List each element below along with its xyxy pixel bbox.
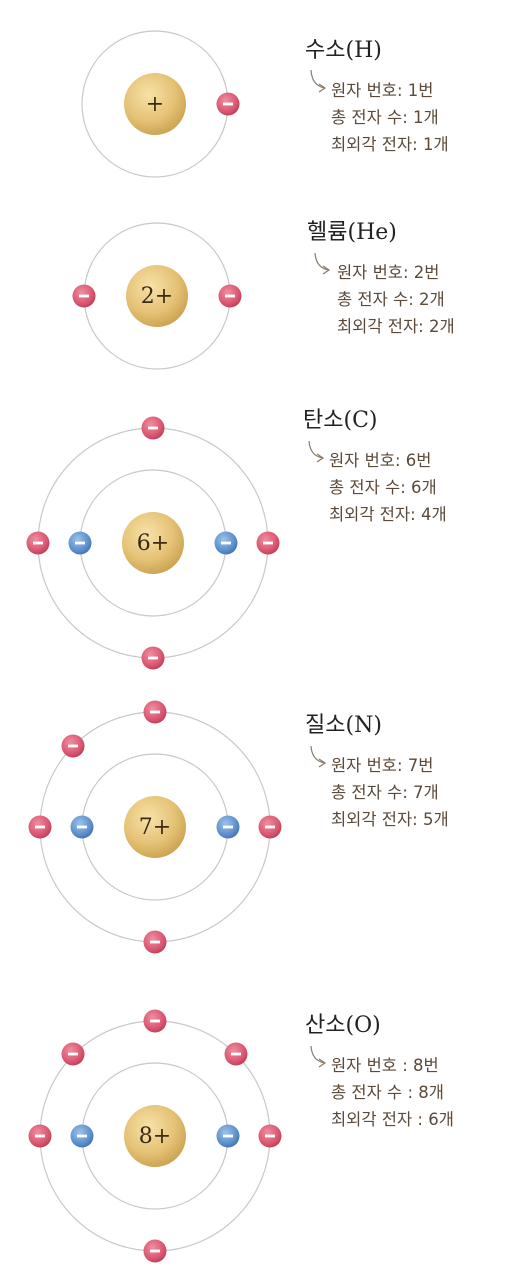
nucleus-label: 7+	[139, 815, 171, 840]
minus-icon	[150, 1249, 160, 1253]
electron	[143, 1009, 167, 1033]
minus-icon	[75, 541, 85, 545]
info-total-electrons: 총 전자 수: 6개	[329, 478, 437, 497]
nucleus: 7+	[124, 796, 186, 858]
arrow-icon	[310, 745, 326, 764]
electron	[28, 815, 52, 839]
electron	[26, 531, 50, 555]
info-valence-electrons: 최외각 전자: 5개	[331, 810, 449, 829]
arrow-icon	[314, 252, 330, 271]
electron	[141, 646, 165, 670]
arrow-head-icon	[318, 758, 327, 768]
minus-icon	[77, 825, 87, 829]
atom-title: 헬륨(He)	[307, 220, 397, 245]
electron	[258, 815, 282, 839]
minus-icon	[221, 541, 231, 545]
electron	[143, 700, 167, 724]
atom-title: 탄소(C)	[303, 408, 377, 433]
electron	[224, 1042, 248, 1066]
nucleus: 8+	[124, 1105, 186, 1167]
electron	[72, 284, 96, 308]
info-total-electrons: 총 전자 수: 1개	[331, 108, 439, 127]
minus-icon	[223, 825, 233, 829]
info-valence-electrons: 최외각 전자: 1개	[331, 135, 449, 154]
arrow-head-icon	[322, 265, 331, 275]
info-atomic-number: 원자 번호: 2번	[337, 263, 439, 282]
electron	[28, 1124, 52, 1148]
electron	[61, 734, 85, 758]
electron-inner	[70, 1124, 94, 1148]
info-valence-electrons: 최외각 전자 : 6개	[331, 1110, 454, 1129]
atom-nitrogen: 7+ 질소(N)	[28, 700, 449, 954]
info-valence-electrons: 최외각 전자: 2개	[337, 317, 455, 336]
minus-icon	[263, 541, 273, 545]
electron-inner	[214, 531, 238, 555]
electron	[141, 416, 165, 440]
nucleus-label: 2+	[141, 284, 173, 309]
electron	[143, 1239, 167, 1263]
electron-inner	[216, 1124, 240, 1148]
minus-icon	[68, 1052, 78, 1056]
minus-icon	[35, 825, 45, 829]
minus-icon	[231, 1052, 241, 1056]
arrow-icon	[310, 69, 326, 89]
nucleus-label: +	[146, 92, 164, 117]
minus-icon	[150, 710, 160, 714]
atom-hydrogen: + 수소(H) 원자 번호: 1번 총 전자 수: 1개 최외각 전자: 1개	[81, 30, 449, 178]
electron-inner	[216, 815, 240, 839]
minus-icon	[265, 1134, 275, 1138]
minus-icon	[148, 656, 158, 660]
electron-inner	[68, 531, 92, 555]
atom-oxygen: 8+	[28, 1009, 454, 1263]
electron	[258, 1124, 282, 1148]
atom-title: 질소(N)	[305, 713, 382, 738]
arrow-icon	[308, 440, 324, 459]
arrow-head-icon	[318, 83, 327, 93]
info-atomic-number: 원자 번호: 6번	[329, 451, 431, 470]
info-valence-electrons: 최외각 전자: 4개	[329, 505, 447, 524]
info-atomic-number: 원자 번호 : 8번	[331, 1056, 439, 1075]
electron	[216, 92, 240, 116]
atom-title: 수소(H)	[305, 38, 382, 63]
minus-icon	[68, 744, 78, 748]
atom-carbon: 6+ 탄소(C) 원자 번호: 6번	[26, 408, 447, 670]
nucleus: 2+	[126, 265, 188, 327]
arrow-icon	[310, 1045, 326, 1064]
info-atomic-number: 원자 번호: 1번	[331, 81, 433, 100]
info-total-electrons: 총 전자 수 : 8개	[331, 1083, 444, 1102]
minus-icon	[225, 294, 235, 298]
minus-icon	[35, 1134, 45, 1138]
minus-icon	[150, 940, 160, 944]
arrow-head-icon	[318, 1058, 327, 1068]
nucleus: +	[124, 73, 186, 135]
nucleus: 6+	[122, 512, 184, 574]
minus-icon	[265, 825, 275, 829]
info-total-electrons: 총 전자 수: 7개	[331, 783, 439, 802]
minus-icon	[223, 1134, 233, 1138]
electron	[61, 1042, 85, 1066]
electron	[218, 284, 242, 308]
minus-icon	[150, 1019, 160, 1023]
atom-helium: 2+ 헬륨(He) 원자 번호: 2번 총 전자 수: 2개 최외각 전자: 2…	[72, 220, 455, 370]
minus-icon	[79, 294, 89, 298]
minus-icon	[148, 426, 158, 430]
electron-inner	[70, 815, 94, 839]
minus-icon	[77, 1134, 87, 1138]
arrow-head-icon	[316, 453, 325, 463]
info-total-electrons: 총 전자 수: 2개	[337, 290, 445, 309]
minus-icon	[33, 541, 43, 545]
electron	[143, 930, 167, 954]
atom-title: 산소(O)	[305, 1013, 381, 1038]
info-atomic-number: 원자 번호: 7번	[331, 756, 433, 775]
nucleus-label: 6+	[137, 531, 169, 556]
minus-icon	[223, 102, 233, 106]
electron	[256, 531, 280, 555]
nucleus-label: 8+	[139, 1124, 171, 1149]
